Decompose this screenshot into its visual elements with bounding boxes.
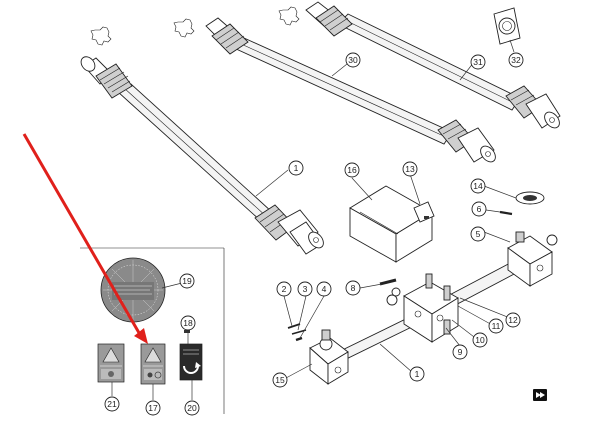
callout-30: 30	[345, 52, 361, 68]
callout-32: 32	[508, 52, 524, 68]
callout-11: 11	[488, 318, 504, 334]
drive-shaft-30	[205, 17, 496, 163]
leader-lines	[111, 39, 517, 400]
callout-label: 1	[415, 369, 420, 379]
spline-profile-icon-left	[90, 26, 112, 46]
drive-shaft-31	[305, 1, 561, 129]
shaft-31-yoke-bottom	[505, 85, 561, 129]
callout-20: 20	[184, 400, 200, 416]
callout-31: 31	[470, 54, 486, 70]
shaft-30-yoke-top	[205, 17, 249, 55]
part-20-rotation-sticker	[179, 343, 203, 381]
callout-label: 5	[476, 229, 481, 239]
callout-label: 30	[348, 55, 358, 65]
callout-label: 21	[107, 399, 117, 409]
shaft-1-yoke-bottom	[254, 204, 324, 255]
callout-label: 10	[475, 335, 485, 345]
callout-label: 1	[294, 163, 299, 173]
callout-14: 14	[470, 178, 486, 194]
spline-profile-icon-middle	[173, 18, 195, 38]
part-21-warning-sticker	[97, 343, 125, 383]
callout-10: 10	[472, 332, 488, 348]
shaft-30-yoke-bottom	[437, 119, 496, 163]
part-32-plate	[493, 7, 521, 45]
callout-label: 8	[351, 283, 356, 293]
callout-label: 4	[322, 284, 327, 294]
shaft-1-yoke-top	[80, 56, 133, 99]
callout-label: 16	[347, 165, 357, 175]
part-13-bracket	[413, 201, 435, 223]
callout-label: 31	[473, 57, 483, 67]
callout-6: 6	[471, 201, 487, 217]
part-18-label	[184, 330, 190, 333]
part-6-pin	[499, 210, 513, 216]
sticker-inset-panel	[80, 247, 225, 414]
callout-5: 5	[470, 226, 486, 242]
callout-8: 8	[345, 280, 361, 296]
callout-19: 19	[179, 273, 195, 289]
parts-2-3-4-pins	[287, 323, 307, 342]
shaft-31-yoke-top	[305, 1, 353, 37]
callout-9: 9	[452, 344, 468, 360]
callout-label: 20	[187, 403, 197, 413]
gearbox-assembly	[309, 231, 558, 385]
callout-label: 2	[282, 284, 287, 294]
callout-label: 9	[458, 347, 463, 357]
spline-profile-icon-right	[278, 6, 300, 26]
callout-15: 15	[272, 372, 288, 388]
callout-21: 21	[104, 396, 120, 412]
part-17-warning-sticker	[140, 343, 166, 385]
callout-label: 19	[182, 276, 192, 286]
fast-forward-icon[interactable]	[533, 389, 547, 401]
red-indicator-arrow	[22, 133, 148, 344]
callout-18: 18	[180, 315, 196, 331]
callout-1-lower: 1	[409, 366, 425, 382]
callout-16: 16	[344, 162, 360, 178]
callout-label: 17	[148, 403, 158, 413]
callout-3: 3	[297, 281, 313, 297]
callout-13: 13	[402, 161, 418, 177]
callout-label: 14	[473, 181, 483, 191]
callout-label: 15	[275, 375, 285, 385]
callout-label: 32	[511, 55, 521, 65]
callout-label: 12	[508, 315, 518, 325]
callout-2: 2	[276, 281, 292, 297]
part-14-washer	[515, 191, 545, 205]
part-8-bolt	[379, 278, 397, 286]
callout-label: 11	[492, 321, 501, 331]
callout-label: 3	[303, 284, 308, 294]
callout-label: 13	[405, 164, 415, 174]
part-16-cover	[349, 185, 433, 263]
callout-1-upper: 1	[288, 160, 304, 176]
callout-12: 12	[505, 312, 521, 328]
callout-17: 17	[145, 400, 161, 416]
drive-shaft-1	[80, 56, 324, 255]
callout-label: 18	[183, 318, 193, 328]
part-19-round-sticker	[100, 257, 166, 323]
callout-4: 4	[316, 281, 332, 297]
callout-label: 6	[477, 204, 482, 214]
